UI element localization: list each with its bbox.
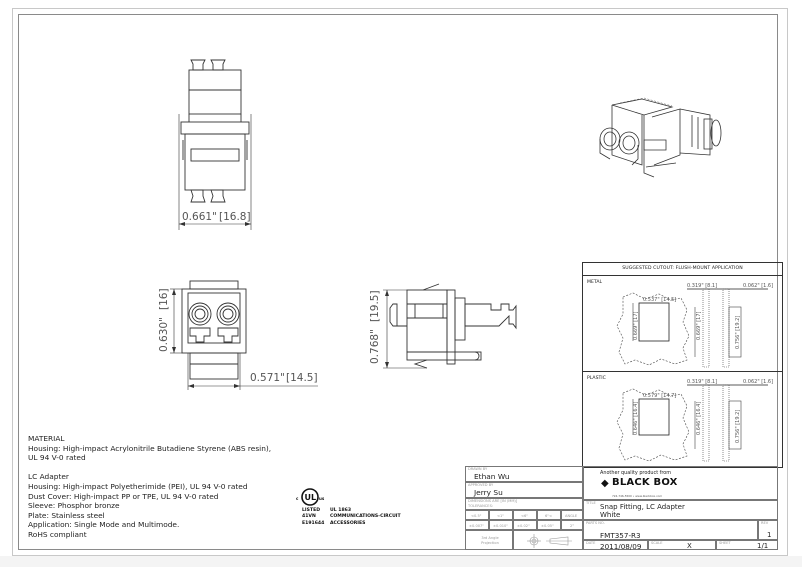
ul-standard: UL 1863	[330, 508, 352, 513]
part-number-cell: PARTS NO. FMT357-R3	[583, 520, 758, 540]
front-view-width-dim-mm: [14.5]	[286, 372, 318, 384]
material-line: UL 94 V-0 rated	[28, 453, 86, 463]
top-view-drawing: 0.661" [16.8]	[178, 59, 252, 230]
drawing-date: 2011/08/09	[600, 542, 642, 551]
tolerance-header: <0.5"	[471, 514, 482, 518]
ul-listing-mark: UL c us LISTED 41VN E191644 UL 1863 COMM…	[292, 487, 402, 527]
suggested-cutout-panel: SUGGESTED CUTOUT: FLUSH-MOUNT APPLICATIO…	[582, 262, 783, 468]
adapter-line: Housing: High-impact Polyetherimide (PEI…	[28, 481, 248, 491]
metal-cutout-drawing: 0.537" [14.5] 0.669" [17] 0.669" [17] 0.…	[616, 283, 773, 368]
front-view-width-dim: 0.571"	[250, 372, 285, 384]
tolerance-value: ±0.02"	[517, 524, 530, 528]
approved-by: Jerry Su	[474, 488, 503, 497]
revision-cell: REV 1	[758, 520, 778, 540]
adapter-line: Application: Single Mode and Multimode.	[28, 520, 180, 530]
adapter-line: RoHS compliant	[28, 529, 87, 539]
metal-opening-width-dim: 0.537" [14.5]	[643, 297, 676, 303]
adapter-line: Sleeve: Phosphor bronze	[28, 501, 120, 511]
part-number: FMT357-R3	[600, 531, 641, 540]
metal-opening-height-dim: 0.669" [17]	[633, 311, 639, 340]
ul-logo-icon: UL c us	[296, 488, 325, 506]
tolerance-value: ±0.007"	[469, 524, 484, 528]
scale-cell: SCALE X	[648, 540, 716, 550]
title-cell: TITLE Snap Fitting, LC Adapter White	[583, 500, 778, 520]
plastic-opening-width-dim: 0.579" [14.7]	[643, 393, 676, 399]
plastic-opening-height-dim: 0.646" [16.4]	[633, 402, 639, 435]
plastic-panel-thickness-dim: 0.319" [8.1]	[687, 379, 717, 385]
ul-code: 41VN	[302, 514, 316, 520]
material-heading: MATERIAL	[28, 434, 65, 443]
drawn-by-cell: DRAWN BY Ethan Wu	[465, 466, 583, 482]
material-notes: MATERIAL Housing: High-impact Acrylonitr…	[28, 434, 271, 540]
tolerance-value: 2°	[570, 524, 575, 528]
sheet-number: 1/1	[757, 542, 769, 550]
side-view-drawing: 0.768" [19.5]	[369, 283, 517, 369]
tolerance-header: <1"	[497, 514, 504, 518]
tolerance-header: <6"	[521, 514, 528, 518]
drawing-frame	[18, 14, 778, 550]
adapter-line: Plate: Stainless steel	[28, 510, 105, 520]
front-view-drawing: 0.630" [16] 0.571" [14.5]	[158, 280, 318, 390]
metal-section-height-dim: 0.669" [17]	[696, 311, 702, 340]
tolerance-header: ANGLE	[565, 514, 578, 518]
material-line: Housing: High-impact Acrylonitrile Butad…	[28, 443, 272, 453]
svg-text:us: us	[319, 496, 325, 501]
brand-name: BLACK BOX	[612, 477, 678, 488]
projection-symbol-cell	[513, 530, 583, 550]
date-cell: DATE 2011/08/09	[583, 540, 648, 551]
adapter-line: Dust Cover: High-impact PP or TPE, UL 94…	[28, 491, 219, 501]
tolerance-header: 6"<	[545, 514, 552, 518]
svg-text:UL: UL	[305, 493, 317, 502]
drawn-by: Ethan Wu	[474, 472, 510, 481]
third-angle-projection-icon	[527, 534, 572, 548]
plastic-section-height-dim: 0.646" [16.4]	[696, 402, 702, 435]
side-view-height-dim: 0.768"	[369, 329, 381, 364]
ul-file: E191644	[302, 520, 325, 526]
isometric-view-drawing	[599, 97, 722, 178]
top-view-width-dim: 0.661"	[182, 211, 217, 223]
plastic-lip-dim: 0.062" [1.6]	[743, 379, 773, 385]
brand-contact: 724-746-5500 • www.blackbox.com	[612, 494, 663, 498]
metal-label: METAL	[587, 280, 603, 285]
ul-listed: LISTED	[302, 508, 321, 513]
drawing-title-line-1: Snap Fitting, LC Adapter	[600, 503, 685, 511]
metal-lip-dim: 0.062" [1.6]	[743, 283, 773, 289]
cutout-title: SUGGESTED CUTOUT: FLUSH-MOUNT APPLICATIO…	[583, 263, 782, 276]
plastic-label: PLASTIC	[587, 376, 606, 381]
adapter-heading: LC Adapter	[28, 472, 69, 482]
bottom-margin	[0, 556, 802, 567]
dimensions-cell: DIMENSIONS ARE [IN (MM)] TOLERANCES:	[465, 498, 583, 510]
plastic-cutout-drawing: 0.579" [14.7] 0.646" [16.4] 0.646" [16.4…	[616, 379, 773, 462]
projection-cell: 3rd Angle Projection	[465, 530, 513, 550]
drawing-scale: X	[687, 542, 692, 550]
brand-cell: Another quality product from ◆ BLACK BOX…	[583, 466, 778, 500]
top-view-width-dim-mm: [16.8]	[219, 211, 251, 223]
approved-by-cell: APPROVED BY Jerry Su	[465, 482, 583, 498]
drawing-title-line-2: White	[600, 511, 621, 519]
svg-text:c: c	[296, 496, 299, 501]
metal-overall-height-dim: 0.756" [19.2]	[735, 316, 741, 349]
ul-category-1: COMMUNICATIONS-CIRCUIT	[330, 514, 401, 520]
drawing-sheet-outer-border	[12, 8, 788, 556]
revision: 1	[767, 531, 772, 539]
cutout-divider	[583, 371, 782, 372]
tolerance-value: ±0.05"	[541, 524, 554, 528]
sheet-cell: SHEET 1/1	[716, 540, 778, 550]
plastic-overall-height-dim: 0.756" [19.2]	[735, 410, 741, 443]
tolerance-value: ±0.010"	[493, 524, 508, 528]
front-view-height-dim: 0.630"	[158, 317, 170, 352]
metal-panel-thickness-dim: 0.319" [8.1]	[687, 283, 717, 289]
black-box-logo-icon: ◆	[601, 478, 609, 489]
brand-tagline: Another quality product from	[600, 470, 672, 476]
ul-category-2: ACCESSORIES	[330, 520, 366, 526]
side-view-height-dim-mm: [19.5]	[369, 290, 381, 322]
front-view-height-dim-mm: [16]	[158, 288, 170, 310]
title-block: DRAWN BY Ethan Wu APPROVED BY Jerry Su D…	[465, 466, 778, 551]
